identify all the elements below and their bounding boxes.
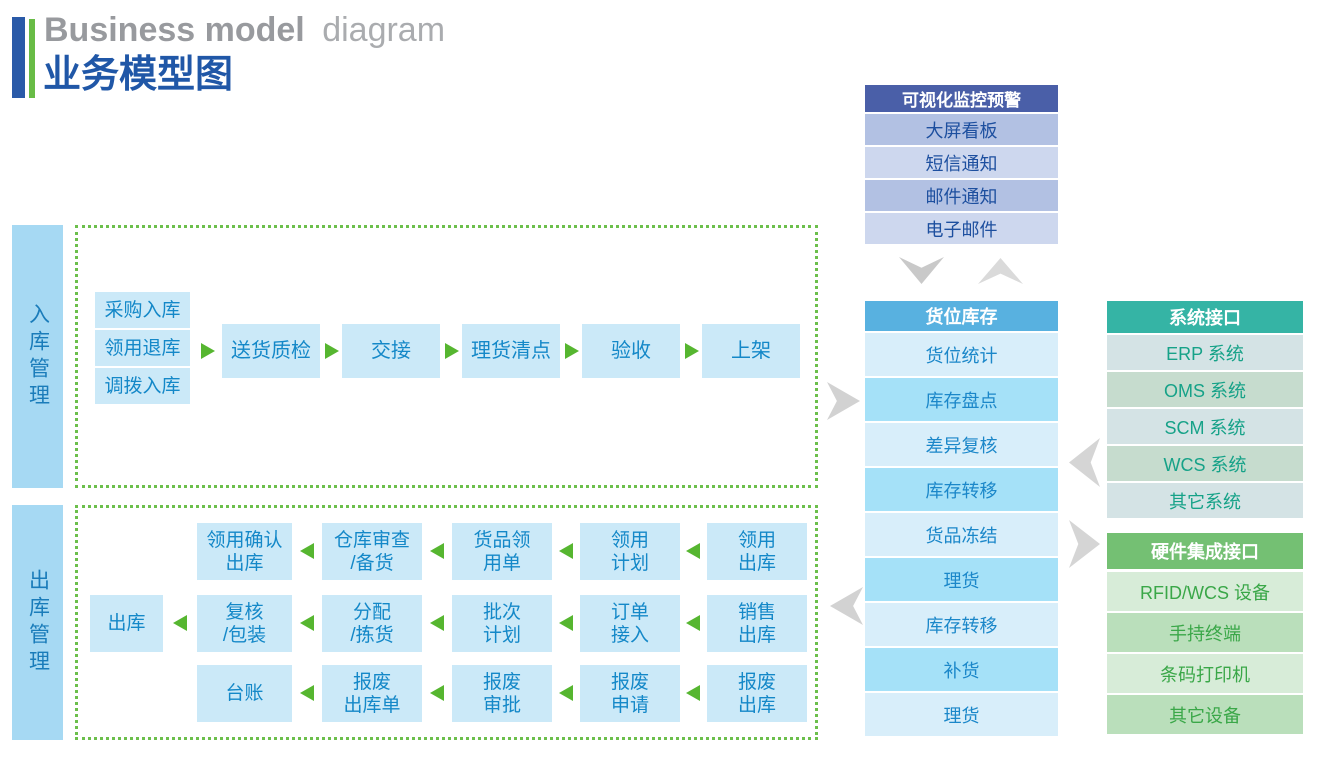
outbound-box: 复核 /包装 — [197, 595, 292, 652]
outbound-box: 报废 申请 — [580, 665, 680, 722]
inbound-source-box: 采购入库 — [95, 292, 190, 328]
hardware-panel-row: 条码打印机 — [1107, 654, 1303, 693]
monitor-panel-row: 电子邮件 — [865, 213, 1058, 244]
inventory-panel-row: 货品冻结 — [865, 513, 1058, 556]
arrow-left-icon — [1069, 438, 1100, 487]
inventory-panel-header: 货位库存 — [865, 301, 1058, 331]
outbound-box: 出库 — [90, 595, 163, 652]
outbound-section-label: 出库管理 — [12, 505, 63, 740]
page-title-english: Business model diagram — [44, 10, 445, 50]
inventory-panel-row: 库存转移 — [865, 603, 1058, 646]
inventory-panel-row: 理货 — [865, 558, 1058, 601]
outbound-box: 领用 出库 — [707, 523, 807, 580]
page-title-chinese: 业务模型图 — [43, 54, 234, 96]
system-panel-row: SCM 系统 — [1107, 409, 1303, 444]
inbound-source-box: 调拨入库 — [95, 368, 190, 404]
outbound-box: 领用确认 出库 — [197, 523, 292, 580]
inventory-panel-row: 差异复核 — [865, 423, 1058, 466]
system-panel-header: 系统接口 — [1107, 301, 1303, 333]
inventory-panel-row: 理货 — [865, 693, 1058, 736]
arrow-down-icon — [899, 257, 944, 284]
outbound-box: 报废 审批 — [452, 665, 552, 722]
monitor-panel-row: 短信通知 — [865, 147, 1058, 178]
inbound-flow-box: 送货质检 — [222, 324, 320, 378]
arrow-right-icon — [1069, 520, 1100, 568]
inventory-panel-row: 补货 — [865, 648, 1058, 691]
title-accent-bar-green — [29, 19, 35, 98]
outbound-box: 领用 计划 — [580, 523, 680, 580]
inventory-to-outbound-arrow-icon — [830, 587, 863, 625]
outbound-box: 批次 计划 — [452, 595, 552, 652]
inbound-section-border — [75, 225, 818, 488]
outbound-box: 报废 出库单 — [322, 665, 422, 722]
page-title-english-light: diagram — [322, 11, 446, 49]
inbound-flow-box: 交接 — [342, 324, 440, 378]
monitor-panel-row: 大屏看板 — [865, 114, 1058, 145]
monitor-panel-row: 邮件通知 — [865, 180, 1058, 211]
system-panel-row: ERP 系统 — [1107, 335, 1303, 370]
outbound-box: 报废 出库 — [707, 665, 807, 722]
outbound-section-border — [75, 505, 818, 740]
system-panel-row: 其它系统 — [1107, 483, 1303, 518]
page-title-english-bold: Business model — [44, 11, 305, 49]
inventory-panel-row: 库存盘点 — [865, 378, 1058, 421]
hardware-panel-row: 手持终端 — [1107, 613, 1303, 652]
inbound-flow-box: 理货清点 — [462, 324, 560, 378]
system-panel-row: WCS 系统 — [1107, 446, 1303, 481]
outbound-box: 仓库审查 /备货 — [322, 523, 422, 580]
outbound-box: 台账 — [197, 665, 292, 722]
outbound-box: 货品领 用单 — [452, 523, 552, 580]
outbound-box: 订单 接入 — [580, 595, 680, 652]
arrow-up-icon — [978, 258, 1023, 284]
monitor-panel-header: 可视化监控预警 — [865, 85, 1058, 112]
outbound-box: 销售 出库 — [707, 595, 807, 652]
inbound-flow-box: 验收 — [582, 324, 680, 378]
outbound-box: 分配 /拣货 — [322, 595, 422, 652]
title-accent-bar-blue — [12, 17, 25, 98]
system-panel-row: OMS 系统 — [1107, 372, 1303, 407]
hardware-panel-row: 其它设备 — [1107, 695, 1303, 734]
inventory-panel-row: 库存转移 — [865, 468, 1058, 511]
inbound-source-box: 领用退库 — [95, 330, 190, 366]
hardware-panel-row: RFID/WCS 设备 — [1107, 572, 1303, 611]
inbound-section-label: 入库管理 — [12, 225, 63, 488]
inbound-flow-box: 上架 — [702, 324, 800, 378]
hardware-panel-header: 硬件集成接口 — [1107, 533, 1303, 569]
inventory-panel-row: 货位统计 — [865, 333, 1058, 376]
inbound-to-inventory-arrow-icon — [827, 382, 860, 420]
